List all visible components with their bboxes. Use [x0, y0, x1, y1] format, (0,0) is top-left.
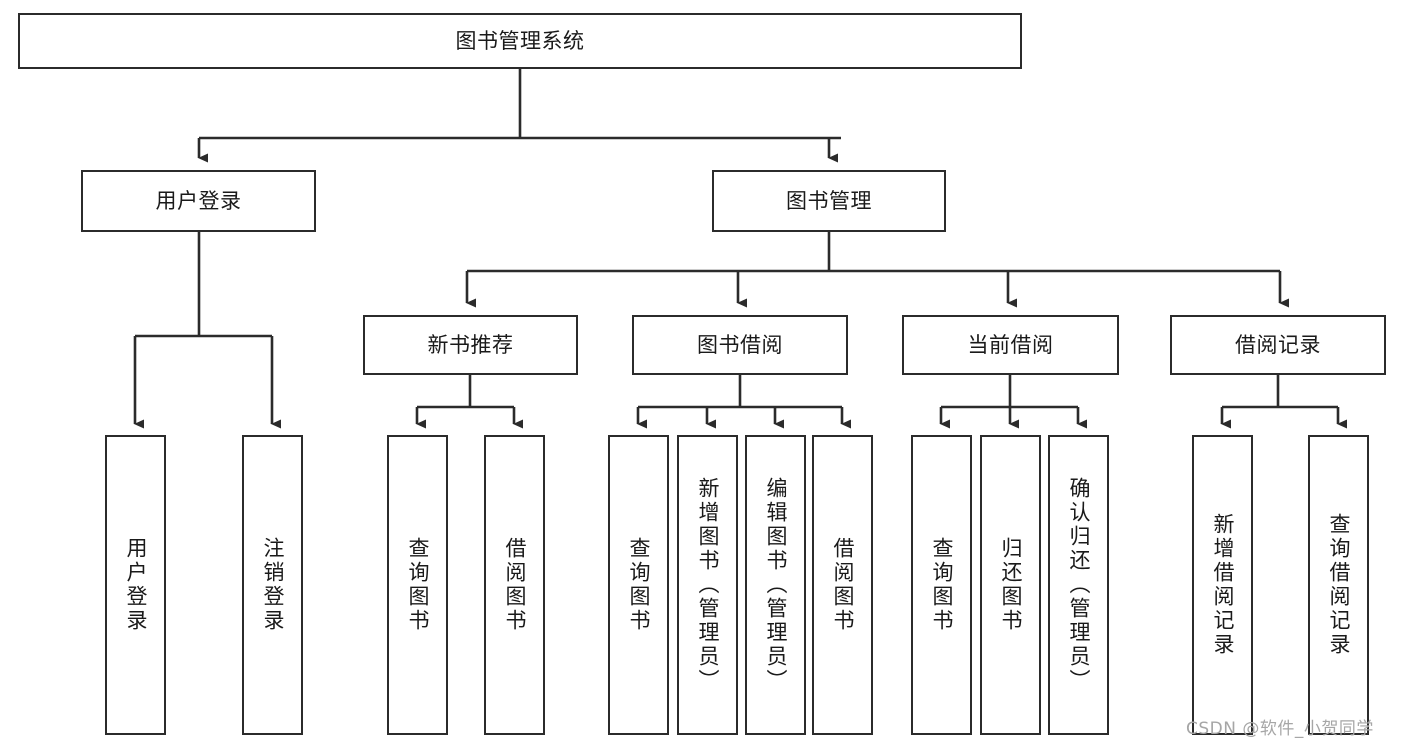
node-label: 新增借阅记录	[1211, 513, 1235, 657]
leaf-user-login-login[interactable]: 用户登录	[105, 435, 166, 735]
node-label: 借阅图书	[503, 537, 527, 633]
node-label: 借阅图书	[831, 537, 855, 633]
node-new-book-recommend[interactable]: 新书推荐	[363, 315, 578, 375]
leaf-current-borrow-query-book[interactable]: 查询图书	[911, 435, 972, 735]
node-label: 新增图书（管理员）	[696, 477, 720, 693]
node-root-book-management-system[interactable]: 图书管理系统	[18, 13, 1022, 69]
node-label: 图书借阅	[697, 332, 783, 357]
node-book-management[interactable]: 图书管理	[712, 170, 946, 232]
leaf-current-borrow-return-book[interactable]: 归还图书	[980, 435, 1041, 735]
node-label: 查询借阅记录	[1327, 513, 1351, 657]
node-label: 新书推荐	[427, 332, 514, 357]
node-label: 查询图书	[406, 537, 430, 633]
watermark-text: CSDN @软件_小贺同学	[1186, 719, 1374, 739]
node-current-borrow[interactable]: 当前借阅	[902, 315, 1119, 375]
leaf-borrow-record-query-record[interactable]: 查询借阅记录	[1308, 435, 1369, 735]
node-label: 确认归还（管理员）	[1067, 477, 1091, 693]
leaf-borrow-record-add-record[interactable]: 新增借阅记录	[1192, 435, 1253, 735]
leaf-user-login-logout[interactable]: 注销登录	[242, 435, 303, 735]
node-book-borrow[interactable]: 图书借阅	[632, 315, 848, 375]
node-label: 用户登录	[155, 188, 242, 213]
leaf-book-borrow-borrow-book[interactable]: 借阅图书	[812, 435, 873, 735]
node-user-login[interactable]: 用户登录	[81, 170, 316, 232]
leaf-new-book-query-book[interactable]: 查询图书	[387, 435, 448, 735]
node-label: 用户登录	[124, 537, 148, 633]
node-label: 注销登录	[261, 537, 285, 633]
leaf-current-borrow-confirm-return-admin[interactable]: 确认归还（管理员）	[1048, 435, 1109, 735]
node-borrow-record[interactable]: 借阅记录	[1170, 315, 1386, 375]
node-label: 图书管理	[786, 188, 872, 213]
node-label: 当前借阅	[967, 332, 1054, 357]
leaf-book-borrow-query-book[interactable]: 查询图书	[608, 435, 669, 735]
node-label: 查询图书	[627, 537, 651, 633]
leaf-book-borrow-edit-book-admin[interactable]: 编辑图书（管理员）	[745, 435, 806, 735]
leaf-book-borrow-add-book-admin[interactable]: 新增图书（管理员）	[677, 435, 738, 735]
node-label: 借阅记录	[1235, 332, 1321, 357]
node-label: 查询图书	[930, 537, 954, 633]
node-label: 归还图书	[999, 537, 1023, 633]
leaf-new-book-borrow-book[interactable]: 借阅图书	[484, 435, 545, 735]
node-label: 编辑图书（管理员）	[764, 477, 788, 693]
node-label: 图书管理系统	[455, 28, 585, 53]
